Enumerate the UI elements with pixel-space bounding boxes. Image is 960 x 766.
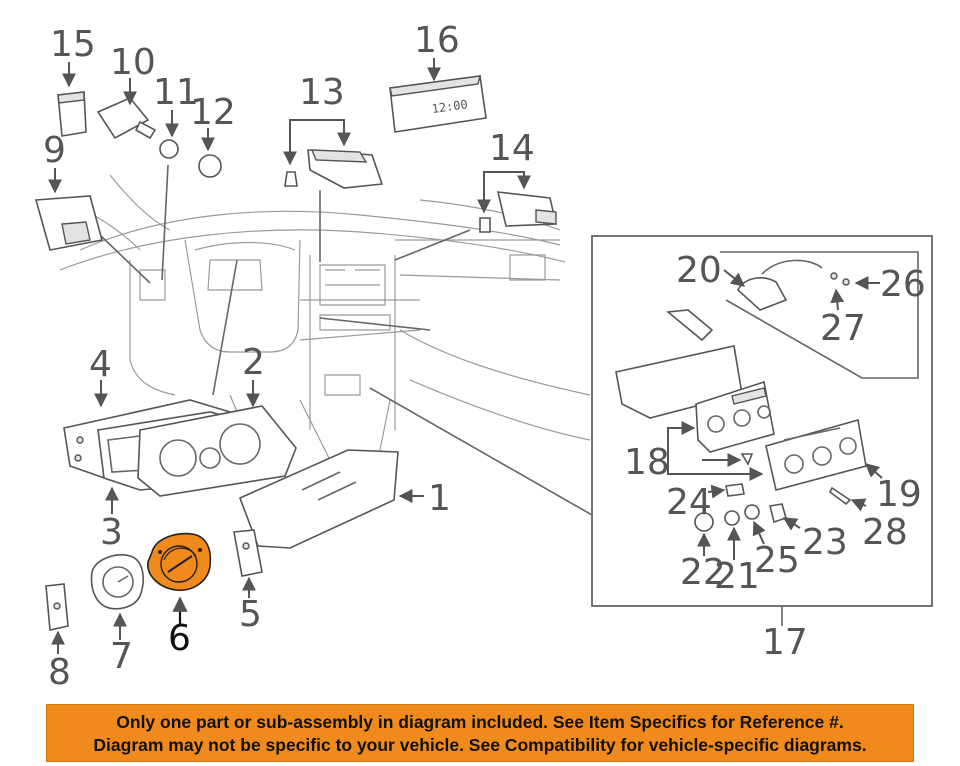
- part-25-knob: [744, 504, 766, 545]
- callout-13: 13: [299, 72, 345, 113]
- part-15-switch: [57, 62, 87, 137]
- part-21-knob: [724, 510, 741, 560]
- callout-20: 20: [676, 250, 722, 291]
- callout-6: 6: [168, 618, 191, 659]
- callout-27: 27: [820, 308, 866, 349]
- callout-16: 16: [414, 20, 460, 61]
- clock-display-text: 12:00: [431, 97, 469, 116]
- callout-7: 7: [110, 636, 133, 677]
- part-24-bulb: [707, 483, 745, 499]
- callout-17: 17: [762, 622, 808, 663]
- callout-24: 24: [666, 482, 712, 523]
- callout-8: 8: [48, 652, 71, 693]
- part-5-bracket: [233, 529, 263, 598]
- disclaimer-banner: Only one part or sub-assembly in diagram…: [46, 704, 914, 762]
- part-11-bulb: [159, 110, 179, 159]
- callout-2: 2: [242, 342, 265, 383]
- part-28-screw: [828, 486, 867, 512]
- part-13-hazard-switch: [283, 119, 384, 189]
- part-22-knob: [694, 512, 714, 556]
- disclaimer-line-1: Only one part or sub-assembly in diagram…: [116, 712, 844, 732]
- part-23-knob: [769, 503, 801, 531]
- part-20-harness-box: [720, 251, 919, 379]
- callout-25: 25: [754, 540, 800, 581]
- callout-14: 14: [489, 128, 535, 169]
- part-18-climate-panel: [615, 309, 775, 481]
- callout-21: 21: [714, 556, 760, 597]
- callout-23: 23: [802, 522, 848, 563]
- part-7-speedometer: [90, 554, 144, 640]
- part-2-cluster-lens: [137, 380, 297, 497]
- part-1-cluster-glass: [238, 449, 424, 549]
- callout-5: 5: [239, 594, 262, 635]
- part-17-climate-box: [591, 235, 933, 626]
- part-14-switch: [477, 171, 557, 233]
- callout-9: 9: [43, 130, 66, 171]
- callout-15: 15: [50, 24, 96, 65]
- callout-3: 3: [100, 512, 123, 553]
- part-8-bracket: [45, 583, 69, 654]
- callout-10: 10: [110, 42, 156, 83]
- callout-1: 1: [428, 478, 451, 519]
- part-9-mirror-switch: [34, 168, 103, 251]
- callout-28: 28: [862, 512, 908, 553]
- part-6-gauge-highlighted: [147, 532, 212, 626]
- part-10-sensor: [96, 78, 157, 140]
- callout-26: 26: [880, 264, 926, 305]
- part-16-clock: 12:00: [389, 58, 487, 133]
- part-19-climate-faceplate: [765, 418, 883, 491]
- dashboard-outline: [59, 164, 593, 516]
- callout-4: 4: [89, 344, 112, 385]
- callout-11: 11: [153, 72, 199, 113]
- callout-18: 18: [624, 442, 670, 483]
- disclaimer-line-2: Diagram may not be specific to your vehi…: [93, 735, 867, 755]
- callout-12: 12: [190, 92, 236, 133]
- callout-19: 19: [876, 474, 922, 515]
- callout-22: 22: [680, 552, 726, 593]
- part-12-knob: [198, 128, 222, 178]
